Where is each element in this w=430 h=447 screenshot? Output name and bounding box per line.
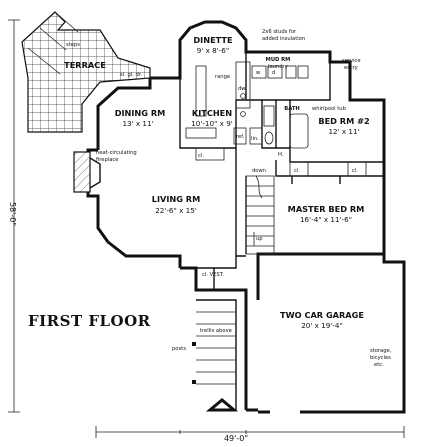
note-storage: storage, xyxy=(370,348,392,354)
note-service: service xyxy=(342,58,361,64)
note-entry: entry xyxy=(344,65,358,71)
note-fireplace-2: fireplace xyxy=(96,157,118,163)
room-labels: DINETTE 9' x 8'-6" DINING RM 13' x 11' K… xyxy=(64,35,370,330)
note-posts: posts xyxy=(172,346,186,352)
dining-size: 13' x 11' xyxy=(122,119,153,128)
note-linen: lin. xyxy=(251,136,259,142)
dinette-size: 9' x 8'-6" xyxy=(197,46,229,55)
dining-name: DINING RM xyxy=(115,108,166,118)
garage-size: 20' x 19'-4" xyxy=(301,321,343,330)
closets xyxy=(195,147,367,177)
dinette-name: DINETTE xyxy=(193,35,232,45)
note-closet-2: cl. xyxy=(352,168,358,174)
note-studs: 2x6 studs for xyxy=(262,29,297,35)
note-steps: steps xyxy=(66,42,80,48)
note-closet-1: cl. xyxy=(294,168,300,174)
dimension-width-label: 49'-0" xyxy=(224,434,248,443)
dimension-depth xyxy=(8,19,20,413)
bath-name: BATH xyxy=(284,106,299,112)
annotation-labels: steps sl. gl. dr. 2x6 studs for added in… xyxy=(66,29,392,368)
note-stairs-up: up xyxy=(256,236,263,242)
dimension-depth-label: 58'-0" xyxy=(8,202,17,226)
note-closet-kitchen: cl. xyxy=(198,153,204,159)
note-dishwasher: dw xyxy=(238,86,246,92)
living-name: LIVING RM xyxy=(152,194,201,204)
terrace-name: TERRACE xyxy=(64,60,106,70)
note-hall: H. xyxy=(278,152,284,158)
note-trellis: trellis above xyxy=(200,328,232,334)
note-sliding-door: sl. gl. dr. xyxy=(120,72,142,78)
note-vestibule: cl. VEST. xyxy=(202,272,224,278)
stairs xyxy=(245,175,275,255)
bed2-name: BED RM #2 xyxy=(318,116,369,126)
bed2-size: 12' x 11' xyxy=(328,127,359,136)
master-name: MASTER BED RM xyxy=(288,204,365,214)
garage-name: TWO CAR GARAGE xyxy=(280,310,364,320)
note-dryer: d xyxy=(272,70,275,76)
laundry-appliances xyxy=(251,65,309,79)
note-insulation: added insulation xyxy=(262,36,305,42)
master-size: 16'-4" x 11'-6" xyxy=(300,215,352,224)
dimension-width xyxy=(95,426,405,438)
note-washer: w xyxy=(256,70,261,76)
kitchen-name: KITCHEN xyxy=(192,108,232,118)
terrace xyxy=(21,11,151,133)
note-fireplace-1: heat-circulating xyxy=(96,150,137,156)
note-etc: etc. xyxy=(374,362,384,368)
note-refrigerator: ref. xyxy=(236,134,245,140)
bath-fixtures xyxy=(263,105,309,149)
note-stairs-down: down xyxy=(252,168,266,174)
living-size: 22'-6" x 15' xyxy=(155,206,197,215)
porch xyxy=(192,299,239,412)
note-whirlpool: whirlpool tub xyxy=(312,106,347,112)
note-range: range xyxy=(215,74,230,80)
plan-title: FIRST FLOOR xyxy=(28,312,151,330)
fireplace xyxy=(73,151,101,193)
note-bicycles: bicycles xyxy=(370,355,391,361)
mud-sub: laundry xyxy=(268,64,288,70)
mud-name: MUD RM xyxy=(266,57,291,63)
kitchen-counters xyxy=(185,61,263,145)
kitchen-size: 10'-10" x 9' xyxy=(191,119,233,128)
